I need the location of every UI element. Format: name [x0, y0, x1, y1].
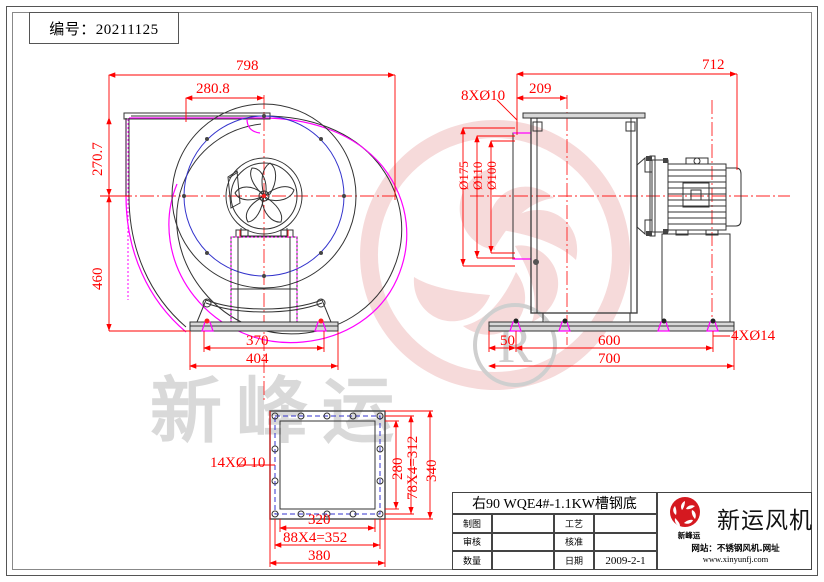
field-label-date: 日期 — [554, 551, 594, 570]
dim-outlet-bolt-note: 14XØ 10 — [210, 455, 266, 471]
field-value-reviewed-by[interactable] — [492, 532, 554, 552]
dim-front-overall-width: 798 — [236, 58, 259, 74]
company-logo-block: 新峰运 新运风机 网站：不锈钢风机.网址 www.xinyunfj.com — [657, 492, 812, 570]
drawing-id-block: 编号：20211125 — [29, 12, 179, 44]
field-label-drawn-by: 制图 — [452, 514, 492, 533]
dim-side-base-hole-pitch: 600 — [598, 333, 621, 349]
company-website-line2: www.xinyunfj.com — [702, 554, 769, 564]
dim-side-inlet-bolt-note: 8XØ10 — [461, 88, 506, 104]
dim-side-base-edge: 50 — [500, 333, 515, 349]
field-label-approved-by: 核准 — [554, 532, 594, 552]
field-value-drawn-by[interactable] — [492, 514, 554, 533]
field-label-process: 工艺 — [554, 514, 594, 533]
title-block: 右90 WQE4#-1.1KW槽钢底 制图 工艺 审核 核准 数量 日期 200… — [452, 492, 812, 570]
company-logo-row: 新峰运 新运风机 — [661, 495, 813, 541]
dim-side-base-bolt-note: 4XØ14 — [731, 328, 776, 344]
dim-outlet-inner-width: 320 — [308, 512, 331, 528]
dim-front-height-upper: 270.7 — [90, 142, 106, 176]
company-mark-subtext: 新峰运 — [677, 531, 701, 540]
dim-outlet-hole-pitch-v: 78X4=312 — [405, 435, 421, 500]
dim-outlet-outer-width: 380 — [308, 548, 331, 564]
field-value-quantity[interactable] — [492, 551, 554, 570]
title-block-grid: 制图 工艺 审核 核准 数量 日期 2009-2-1 — [452, 514, 657, 570]
dim-side-overall-length: 712 — [702, 57, 725, 73]
sheet-border-outer — [6, 6, 818, 576]
dim-outlet-hole-pitch-h: 88X4=352 — [283, 530, 348, 546]
company-name: 新运风机 — [717, 508, 813, 534]
field-label-quantity: 数量 — [452, 551, 492, 570]
dim-side-inlet-length: 209 — [529, 81, 552, 97]
dim-side-inlet-bore: Ø100 — [484, 161, 499, 190]
field-value-date[interactable]: 2009-2-1 — [594, 551, 657, 570]
dim-front-outlet-offset: 280.8 — [196, 81, 230, 97]
fan-logo-icon — [670, 497, 700, 527]
field-value-process[interactable] — [594, 514, 657, 533]
sheet-border-inner — [12, 12, 812, 570]
dim-side-base-length: 700 — [598, 351, 621, 367]
dim-front-base-inner: 370 — [246, 333, 269, 349]
company-fan-mark: 新峰运 — [661, 495, 715, 541]
dim-front-height-lower: 460 — [90, 267, 106, 291]
dim-front-base-outer: 404 — [246, 351, 269, 367]
company-website-line1: 网站：不锈钢风机.网址 — [691, 544, 780, 554]
drawing-title: 右90 WQE4#-1.1KW槽钢底 — [452, 492, 657, 514]
field-label-reviewed-by: 审核 — [452, 532, 492, 552]
dim-outlet-outer-height: 340 — [424, 459, 440, 483]
field-value-approved-by[interactable] — [594, 532, 657, 552]
